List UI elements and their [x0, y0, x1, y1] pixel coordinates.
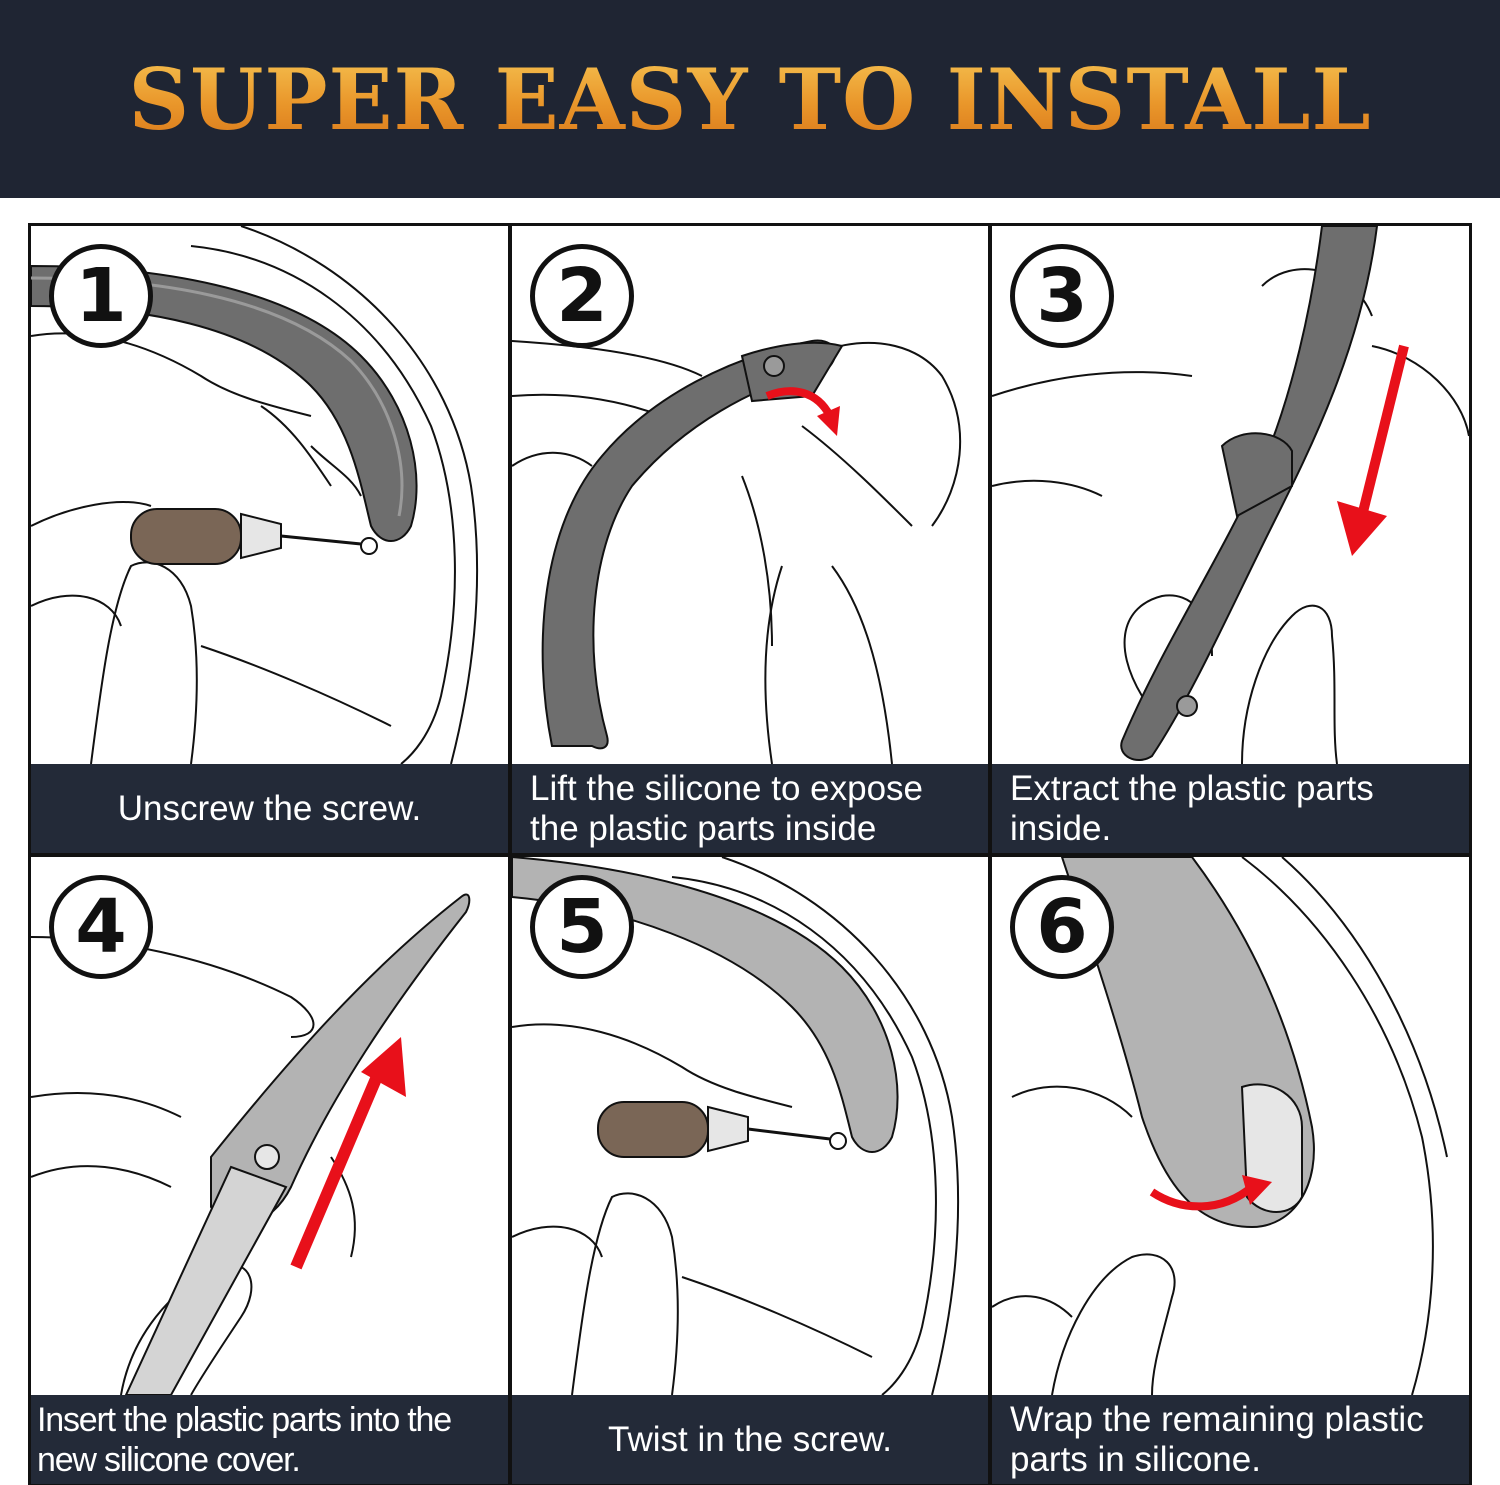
- step-number-badge: 5: [530, 875, 634, 979]
- screwdriver-icon: [597, 1101, 709, 1158]
- step-1-illustration: [31, 226, 479, 764]
- step-number-badge: 2: [530, 244, 634, 348]
- step-number-badge: 4: [49, 875, 153, 979]
- step-6-illustration: [992, 857, 1448, 1395]
- step-caption: Twist in the screw.: [512, 1395, 988, 1484]
- steps-grid: 1 Unscrew the screw. 2 Lift the silicone…: [28, 223, 1472, 1485]
- step-caption: Lift the silicone to expose the plastic …: [512, 764, 988, 853]
- step-panel-6: 6 Wrap the remaining plastic parts in si…: [992, 857, 1469, 1484]
- step-number-badge: 1: [49, 244, 153, 348]
- step-panel-4: 4 Insert the plastic parts into the new …: [31, 857, 508, 1484]
- arrow-down-red: [1357, 344, 1409, 518]
- screwdriver-icon: [130, 508, 242, 565]
- step-panel-1: 1 Unscrew the screw.: [31, 226, 508, 853]
- step-caption: Extract the plastic parts inside.: [992, 764, 1469, 853]
- step-panel-2: 2 Lift the silicone to expose the plasti…: [512, 226, 988, 853]
- curved-arrow-red: [1149, 1183, 1255, 1211]
- step-number-badge: 3: [1010, 244, 1114, 348]
- step-4-illustration: [31, 893, 471, 1395]
- step-caption: Unscrew the screw.: [31, 764, 508, 853]
- step-caption: Wrap the remaining plastic parts in sili…: [992, 1395, 1469, 1484]
- step-2-illustration: [512, 339, 962, 764]
- step-3-illustration: [992, 226, 1469, 764]
- step-caption: Insert the plastic parts into the new si…: [31, 1395, 508, 1484]
- step-number-badge: 6: [1010, 875, 1114, 979]
- step-panel-3: 3 Extract the plastic parts inside.: [992, 226, 1469, 853]
- page-title: SUPER EASY TO INSTALL: [128, 49, 1372, 149]
- curved-arrow-red: [765, 387, 834, 419]
- header-banner: SUPER EASY TO INSTALL: [0, 0, 1500, 198]
- arrow-up-red: [290, 1064, 387, 1270]
- step-panel-5: 5 Twist in the screw.: [512, 857, 988, 1484]
